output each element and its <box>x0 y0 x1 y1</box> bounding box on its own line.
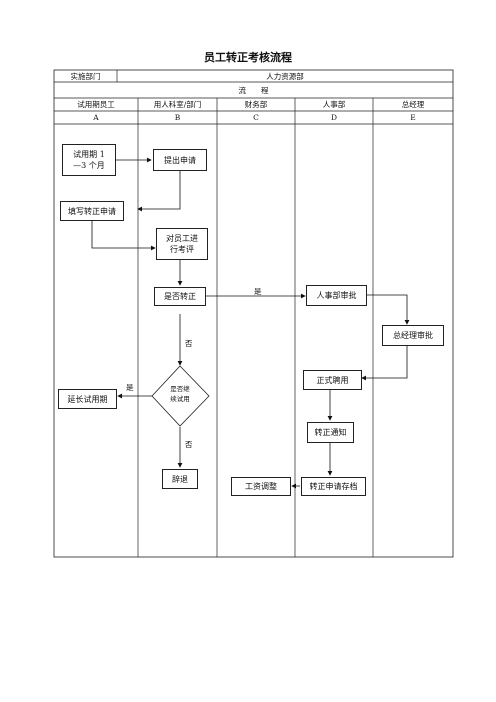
node-dismiss: 辞退 <box>162 469 198 489</box>
column-code-b: B <box>174 113 181 122</box>
column-name-d: 人事部 <box>322 100 346 109</box>
column-name-c: 财务部 <box>244 100 268 109</box>
node-formal: 正式聘用 <box>303 370 362 390</box>
node-submit: 提出申请 <box>153 149 207 171</box>
node-extend: 延长试用期 <box>58 389 117 409</box>
column-name-e: 总经理 <box>401 100 425 109</box>
page-title: 员工转正考核流程 <box>204 51 292 64</box>
node-archive: 转正申请存档 <box>301 477 366 496</box>
node-confirm: 是否转正 <box>154 287 206 306</box>
column-name-b: 用人科室/部门 <box>153 100 202 109</box>
node-salary: 工资调整 <box>231 477 291 496</box>
edge-label-yes-confirm: 是 <box>254 287 262 296</box>
node-evaluate: 对员工进 行考评 <box>156 228 208 260</box>
column-code-c: C <box>253 113 259 122</box>
node-extend-question: 是否继 续试用 <box>170 385 190 403</box>
column-code-d: D <box>330 113 337 122</box>
decision-diamond <box>151 365 210 427</box>
node-probation: 试用期 1 —3 个月 <box>62 144 116 176</box>
node-notice: 转正通知 <box>307 422 354 443</box>
edge-label-yes-extend: 是 <box>126 383 134 392</box>
node-gm-review: 总经理审批 <box>382 325 444 346</box>
dept-value: 人力资源部 <box>266 72 304 81</box>
node-hr-review: 人事部审批 <box>306 285 367 306</box>
node-fill-form: 填写转正申请 <box>60 201 124 221</box>
process-label: 流 程 <box>238 86 269 95</box>
edge-label-no-extend: 否 <box>185 440 193 449</box>
column-code-e: E <box>410 113 416 122</box>
column-code-a: A <box>93 113 99 122</box>
column-name-a: 试用期员工 <box>77 100 115 109</box>
edge-label-no-confirm: 否 <box>185 339 193 348</box>
dept-label: 实施部门 <box>70 72 101 81</box>
